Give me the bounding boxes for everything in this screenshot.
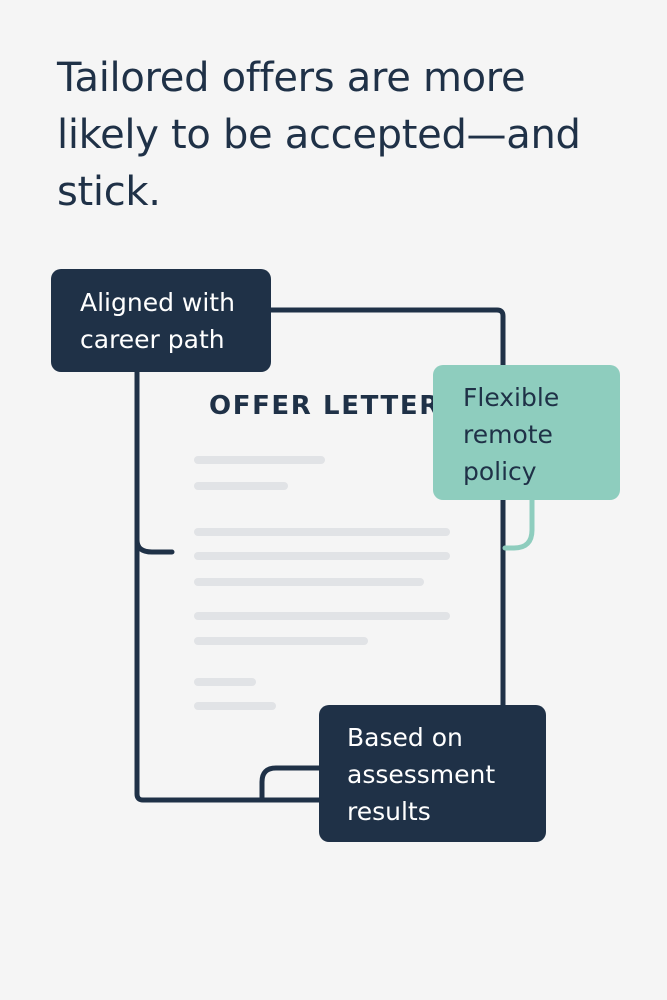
headline: Tailored offers are more likely to be ac… [57, 55, 581, 215]
offer-letter-document-icon [134, 307, 506, 803]
connector-career [134, 537, 175, 555]
callout-career-path: Aligned with career path [51, 269, 271, 372]
callout-assessment-results: Based on assessment results [319, 705, 546, 842]
callout-remote-policy: Flexible remote policy [433, 365, 620, 500]
offer-letter-title: OFFER LETTER [209, 391, 441, 421]
document-corner-tab [259, 765, 322, 803]
connector-remote [502, 497, 535, 551]
document-text-lines [194, 456, 450, 710]
